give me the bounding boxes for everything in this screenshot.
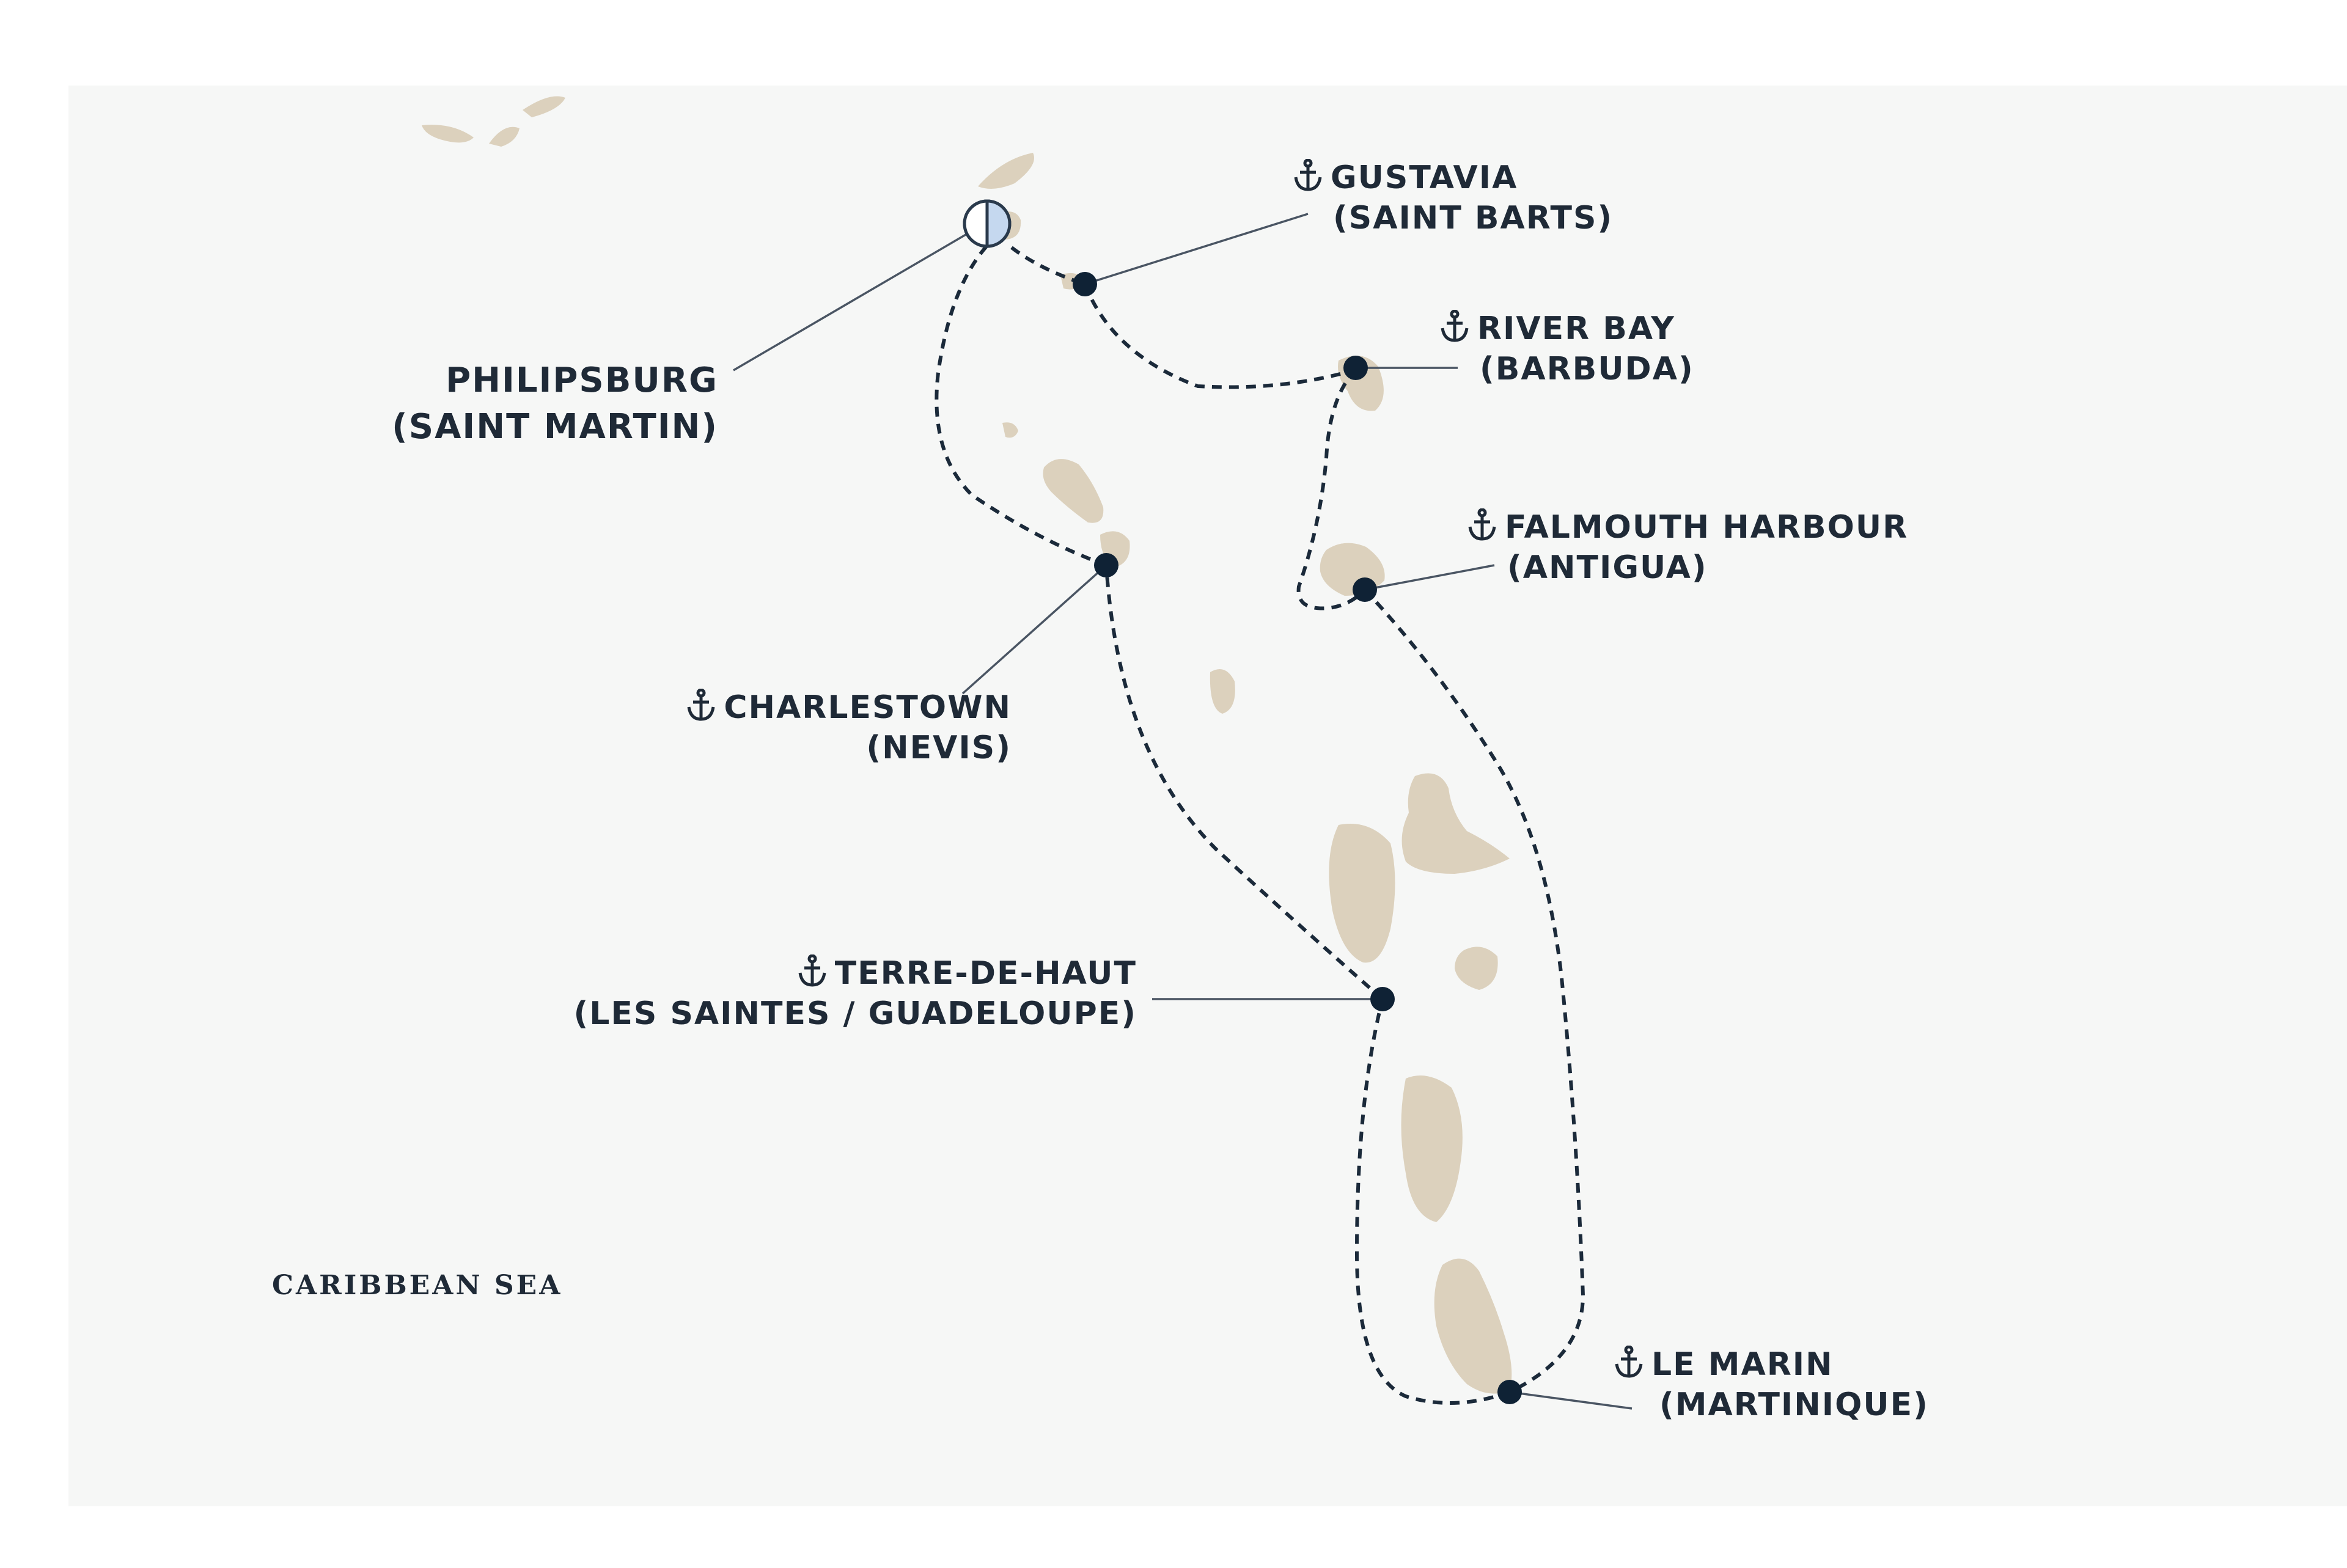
route-riverbay-falmouth: [1296, 368, 1367, 610]
port-name: RIVER BAY: [1477, 310, 1675, 347]
leader-falmouth: [1364, 564, 1495, 591]
port-region: (SAINT MARTIN): [392, 407, 718, 447]
port-label-charlestown: CHARLESTOWN (NEVIS): [686, 687, 1012, 768]
port-markers: [963, 199, 1522, 1404]
island-martinique: [1434, 1258, 1512, 1394]
port-name: TERRE-DE-HAUT: [834, 955, 1137, 992]
port-region: (BARBUDA): [1480, 351, 1694, 387]
island-anguilla: [978, 153, 1034, 189]
port-label-le-marin: LE MARIN (MARTINIQUE): [1614, 1344, 1929, 1425]
sea-background: [68, 86, 2347, 1506]
port-marker-terre-de-haut[interactable]: [1370, 987, 1395, 1011]
port-name: FALMOUTH HARBOUR: [1505, 509, 1909, 546]
port-label-gustavia: GUSTAVIA (SAINT BARTS): [1293, 158, 1613, 238]
anchor-icon: [797, 954, 828, 987]
port-label-terre-de-haut: TERRE-DE-HAUT (LES SAINTES / GUADELOUPE): [573, 953, 1137, 1034]
cruise-route: [935, 244, 1585, 1405]
leader-lines: [733, 213, 1633, 1410]
route-terredehaut-charlestown: [1104, 565, 1384, 1001]
island-guadeloupe-basse-terre: [1329, 824, 1395, 963]
island-guadeloupe-grande-terre: [1401, 773, 1510, 874]
anchor-icon: [1614, 1346, 1644, 1379]
port-region: (ANTIGUA): [1507, 549, 1708, 586]
port-name: PHILIPSBURG: [446, 361, 718, 400]
anchor-icon: [686, 689, 716, 722]
port-marker-charlestown[interactable]: [1094, 553, 1118, 577]
port-name: CHARLESTOWN: [724, 689, 1012, 726]
route-falmouth-lemarin: [1363, 588, 1585, 1394]
sea-label: CARIBBEAN SEA: [272, 1270, 563, 1301]
island-st-eustatius-st-kitts: [1043, 459, 1104, 523]
port-marker-gustavia[interactable]: [1073, 272, 1097, 296]
port-label-falmouth-harbour: FALMOUTH HARBOUR (ANTIGUA): [1467, 507, 1908, 588]
island-anguilla-cay-3: [523, 96, 565, 117]
route-charlestown-philipsburg: [935, 244, 1107, 567]
port-region: (NEVIS): [866, 730, 1012, 766]
leader-gustavia: [1084, 213, 1309, 285]
port-marker-falmouth-harbour[interactable]: [1353, 577, 1377, 602]
port-region: (MARTINIQUE): [1659, 1387, 1929, 1423]
half-circle-start-icon[interactable]: [963, 199, 1012, 248]
island-montserrat: [1210, 669, 1235, 714]
port-marker-le-marin[interactable]: [1497, 1380, 1522, 1404]
port-region: (LES SAINTES / GUADELOUPE): [573, 995, 1137, 1032]
leader-le-marin: [1509, 1391, 1633, 1410]
island-anguilla-cay-1: [422, 125, 474, 143]
route-gustavia-riverbay: [1083, 283, 1356, 389]
anchor-icon: [1439, 310, 1470, 343]
island-saba: [1002, 422, 1018, 438]
port-marker-river-bay[interactable]: [1343, 356, 1368, 380]
port-name: LE MARIN: [1651, 1346, 1834, 1383]
island-anguilla-cay-2: [489, 126, 520, 147]
port-label-river-bay: RIVER BAY (BARBUDA): [1439, 309, 1694, 389]
leader-philipsburg: [733, 233, 966, 372]
island-dominica: [1401, 1075, 1463, 1222]
start-port-label-philipsburg: PHILIPSBURG (SAINT MARTIN): [392, 357, 718, 450]
anchor-icon: [1293, 159, 1323, 192]
island-marie-galante: [1455, 947, 1498, 990]
leader-charlestown: [961, 564, 1107, 695]
port-name: GUSTAVIA: [1331, 159, 1518, 196]
port-region: (SAINT BARTS): [1333, 200, 1614, 236]
anchor-icon: [1467, 508, 1497, 541]
